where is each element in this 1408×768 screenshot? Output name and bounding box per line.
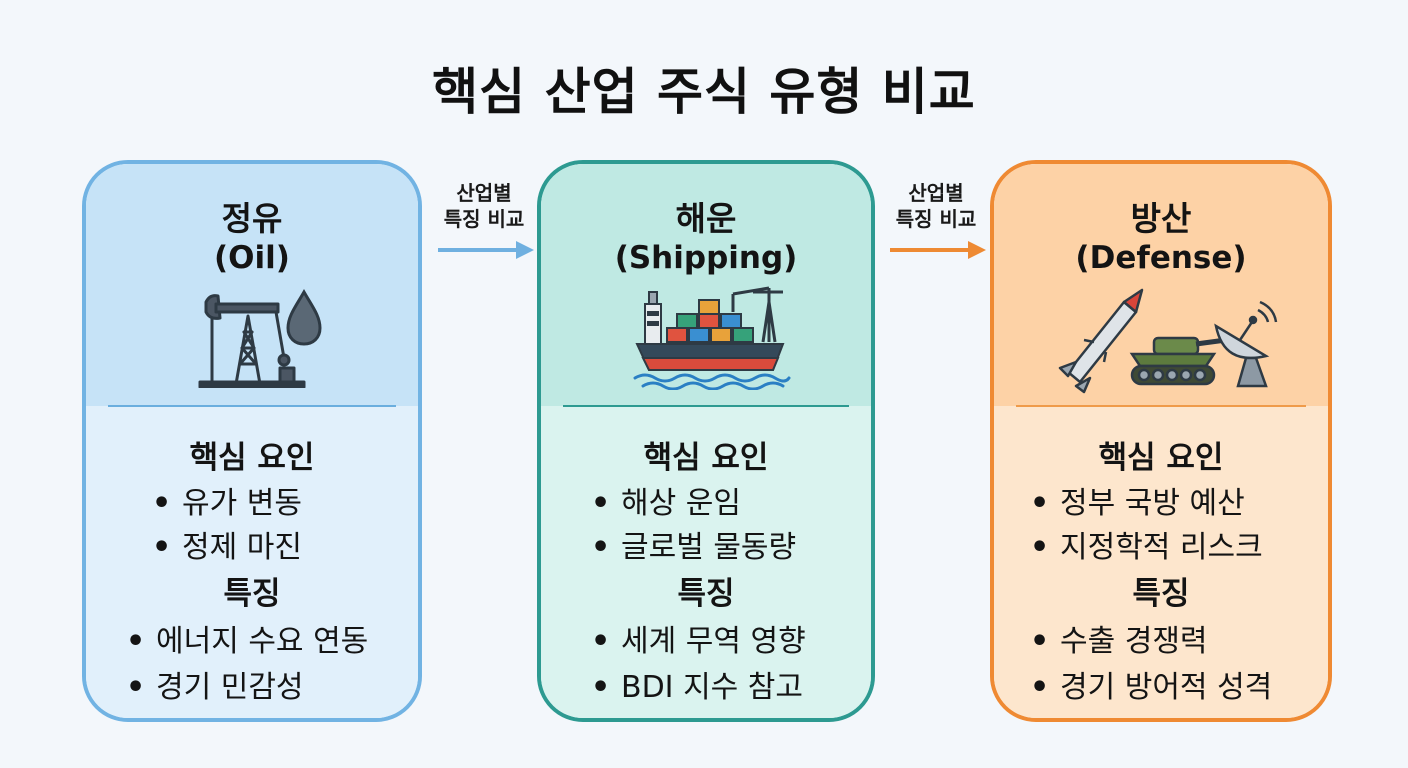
waves-icon [633,373,791,390]
connector-label-line1: 산업별 [908,181,964,205]
factors-label: 핵심 요인 [1098,440,1224,476]
oil-illustration [198,288,322,388]
container-ship-icon [635,291,785,371]
card-subtitle: (Oil) [214,240,290,276]
bullet-icon: • [1030,670,1050,705]
oil-drop-icon [286,288,322,346]
connector-label-line1: 산업별 [456,181,512,205]
bullet-icon: • [591,530,611,565]
card-title: 방산 [1130,199,1192,238]
tank-icon [1129,336,1227,386]
connector-shipping-defense: 산업별 특징 비교 [876,180,996,262]
list-item: •정제 마진 [152,530,302,565]
features-label: 특징 [677,576,735,612]
list-item: •에너지 수요 연동 [126,624,369,659]
oil-pump-jack-icon [198,294,306,388]
defense-illustration [1058,288,1278,394]
card-divider [108,405,396,407]
card-divider [1016,405,1306,407]
card-subtitle: (Defense) [1075,240,1247,276]
list-item: •경기 민감성 [126,670,304,705]
bullet-icon: • [152,530,172,565]
list-item: •BDI 지수 참고 [591,670,804,705]
bullet-icon: • [126,670,146,705]
card-shipping: 해운 (Shipping) [537,160,875,722]
diagram-title: 핵심 산업 주식 유형 비교 [432,63,976,121]
card-title: 해운 [675,199,737,238]
features-label: 특징 [223,576,281,612]
bullet-icon: • [1030,624,1050,659]
list-item: •정부 국방 예산 [1030,486,1245,521]
bullet-icon: • [591,486,611,521]
card-subtitle: (Shipping) [614,240,798,276]
features-label: 특징 [1132,576,1190,612]
list-item: •수출 경쟁력 [1030,624,1208,659]
bullet-icon: • [126,624,146,659]
bullet-icon: • [1030,486,1050,521]
bullet-icon: • [152,486,172,521]
connector-oil-shipping: 산업별 특징 비교 [424,180,544,262]
arrow-right-icon [890,241,986,259]
card-body [541,406,871,718]
missile-icon [1058,288,1144,394]
arrow-right-icon [438,241,534,259]
card-divider [563,405,849,407]
factors-label: 핵심 요인 [189,440,315,476]
card-defense: 방산 (Defense) 핵심 요인 •정부 [990,160,1332,722]
shipping-illustration [633,286,791,390]
radar-dish-icon [1214,300,1278,388]
list-item: •경기 방어적 성격 [1030,670,1273,705]
card-title: 정유 [221,199,283,238]
crane-icon [731,286,783,343]
bullet-icon: • [591,670,611,705]
card-body [994,406,1328,718]
connector-label-line2: 특징 비교 [895,207,977,231]
card-oil: 정유 (Oil) 핵심 요인 •유가 변동 •정제 마진 특징 •에너지 수요 … [82,160,422,722]
connector-label-line2: 특징 비교 [443,207,525,231]
list-item: •세계 무역 영향 [591,624,806,659]
factors-label: 핵심 요인 [643,440,769,476]
list-item: •지정학적 리스크 [1030,530,1263,565]
bullet-icon: • [591,624,611,659]
list-item: •유가 변동 [152,486,302,521]
card-header [86,164,418,406]
bullet-icon: • [1030,530,1050,565]
card-body [86,406,418,718]
list-item: •글로벌 물동량 [591,530,797,565]
list-item: •해상 운임 [591,486,741,521]
